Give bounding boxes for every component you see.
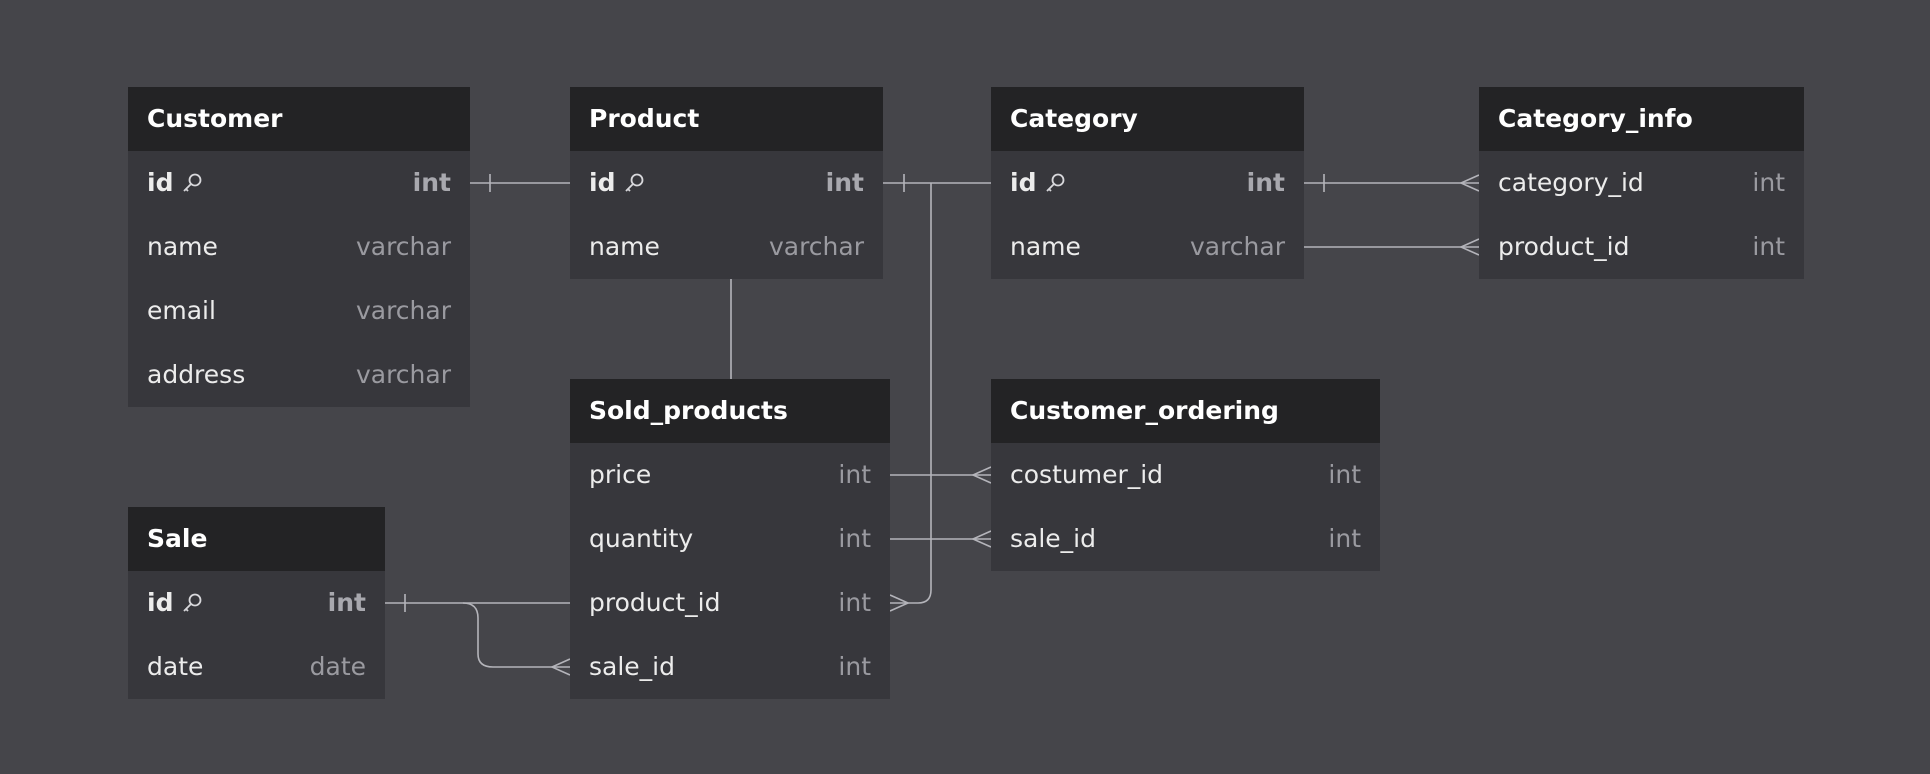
relation-product-soldproducts-productid [890, 183, 932, 604]
table-header[interactable]: Product [570, 87, 883, 151]
table-header[interactable]: Category_info [1479, 87, 1804, 151]
column-row[interactable]: category_id int [1479, 151, 1804, 215]
table-header[interactable]: Sale [128, 507, 385, 571]
column-name: sale_id [589, 652, 675, 681]
column-row[interactable]: price int [570, 443, 890, 507]
key-icon [181, 592, 203, 614]
column-row[interactable]: costumer_id int [991, 443, 1380, 507]
column-type: date [309, 652, 366, 681]
column-type: int [1752, 232, 1785, 261]
column-type: int [327, 588, 366, 617]
table-header[interactable]: Customer_ordering [991, 379, 1380, 443]
column-row[interactable]: product_id int [570, 571, 890, 635]
column-name: id [589, 151, 645, 215]
column-row[interactable]: sale_id int [991, 507, 1380, 571]
column-type: int [412, 168, 451, 197]
relation-sale-saleid [462, 602, 570, 668]
table-header[interactable]: Sold_products [570, 379, 890, 443]
column-name: date [147, 652, 204, 681]
column-name: address [147, 360, 246, 389]
column-row[interactable]: name varchar [570, 215, 883, 279]
column-type: int [838, 652, 871, 681]
column-row[interactable]: name varchar [991, 215, 1304, 279]
column-type: int [1328, 524, 1361, 553]
column-type: int [1752, 168, 1785, 197]
column-type: int [838, 460, 871, 489]
column-row[interactable]: id int [991, 151, 1304, 215]
column-name: id [147, 571, 203, 635]
column-type: varchar [355, 360, 451, 389]
column-name: sale_id [1010, 524, 1096, 553]
table-sale[interactable]: Sale id int date date [128, 507, 385, 699]
column-name: id [1010, 151, 1066, 215]
column-type: int [825, 168, 864, 197]
column-type: varchar [1189, 232, 1285, 261]
column-type: varchar [355, 296, 451, 325]
table-customer-ordering[interactable]: Customer_ordering costumer_id int sale_i… [991, 379, 1380, 571]
column-name: costumer_id [1010, 460, 1164, 489]
table-sold-products[interactable]: Sold_products price int quantity int pro… [570, 379, 890, 699]
column-type: int [838, 524, 871, 553]
table-category[interactable]: Category id int name varchar [991, 87, 1304, 279]
column-type: varchar [768, 232, 864, 261]
column-name: product_id [589, 588, 721, 617]
column-name: product_id [1498, 232, 1630, 261]
table-header[interactable]: Customer [128, 87, 470, 151]
column-type: varchar [355, 232, 451, 261]
table-header[interactable]: Category [991, 87, 1304, 151]
column-row[interactable]: id int [128, 571, 385, 635]
column-row[interactable]: id int [570, 151, 883, 215]
column-name: email [147, 296, 216, 325]
key-icon [1044, 172, 1066, 194]
table-category-info[interactable]: Category_info category_id int product_id… [1479, 87, 1804, 279]
column-row[interactable]: product_id int [1479, 215, 1804, 279]
column-row[interactable]: email varchar [128, 279, 470, 343]
column-name: quantity [589, 524, 694, 553]
column-name: price [589, 460, 652, 489]
column-name: name [1010, 232, 1081, 261]
column-name: name [589, 232, 660, 261]
column-name: category_id [1498, 168, 1644, 197]
table-product[interactable]: Product id int name varchar [570, 87, 883, 279]
column-name: id [147, 151, 203, 215]
table-customer[interactable]: Customer id int name varchar email varch… [128, 87, 470, 407]
column-row[interactable]: date date [128, 635, 385, 699]
key-icon [181, 172, 203, 194]
column-row[interactable]: quantity int [570, 507, 890, 571]
column-type: int [1246, 168, 1285, 197]
column-row[interactable]: name varchar [128, 215, 470, 279]
column-row[interactable]: sale_id int [570, 635, 890, 699]
column-row[interactable]: address varchar [128, 343, 470, 407]
column-type: int [838, 588, 871, 617]
column-row[interactable]: id int [128, 151, 470, 215]
column-type: int [1328, 460, 1361, 489]
key-icon [623, 172, 645, 194]
column-name: name [147, 232, 218, 261]
